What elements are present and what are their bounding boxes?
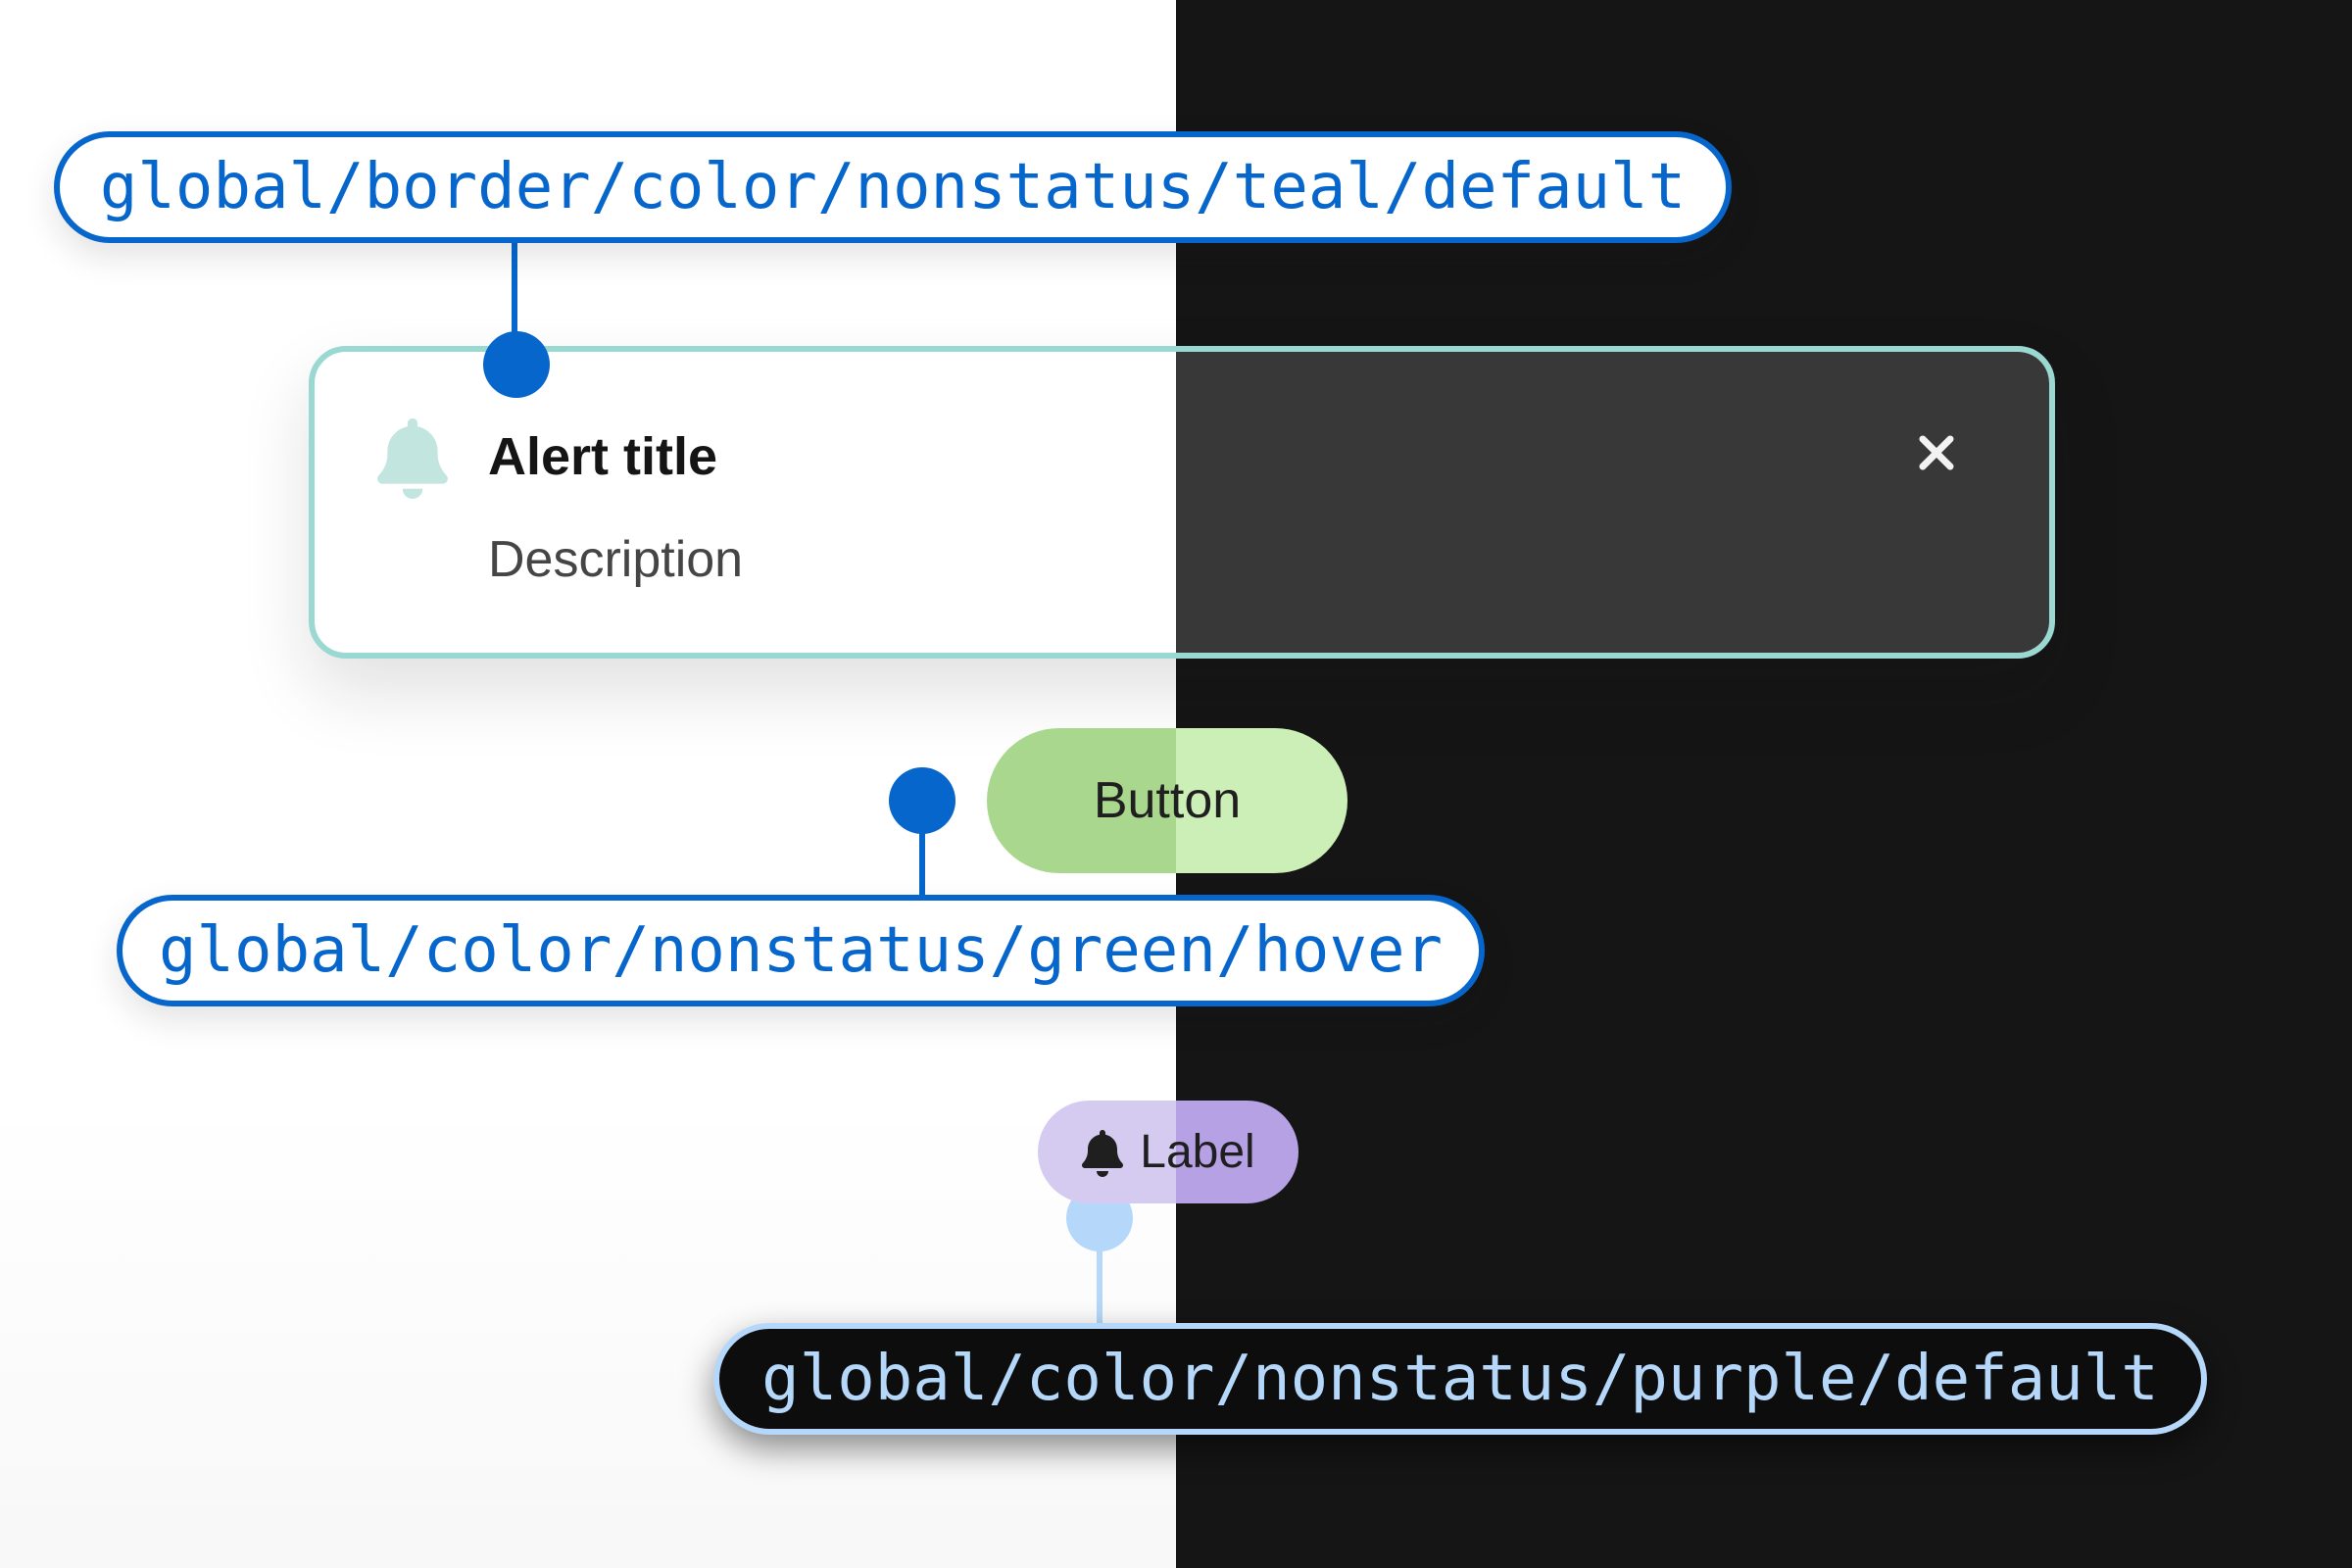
- label-chip: Label: [1038, 1101, 1298, 1203]
- token-pill-teal-default: global/border/color/nonstatus/teal/defau…: [54, 131, 1732, 243]
- demo-button-label: Button: [1093, 772, 1242, 829]
- bell-icon: [1081, 1129, 1124, 1177]
- token-pill-green-hover: global/color/nonstatus/green/hover: [117, 895, 1485, 1006]
- alert-dark-theme-half: [1176, 352, 2049, 653]
- connector-dot-teal: [483, 331, 550, 398]
- alert-title: Alert title: [488, 427, 718, 486]
- token-pill-purple-default: global/color/nonstatus/purple/default: [713, 1323, 2207, 1435]
- alert: Alert title Description: [309, 346, 2055, 659]
- demo-button[interactable]: Button: [987, 728, 1348, 873]
- alert-description: Description: [488, 531, 744, 588]
- token-pill-teal-label: global/border/color/nonstatus/teal/defau…: [99, 151, 1687, 223]
- connector-line-teal: [512, 239, 517, 335]
- connector-line-green: [919, 828, 925, 897]
- token-pill-purple-label: global/color/nonstatus/purple/default: [761, 1343, 2159, 1415]
- alert-close-button[interactable]: [1903, 419, 1970, 486]
- bell-icon: [377, 418, 448, 499]
- close-icon: [1912, 425, 1961, 480]
- token-pill-green-label: global/color/nonstatus/green/hover: [158, 914, 1444, 987]
- connector-dot-green: [889, 767, 956, 834]
- label-chip-text: Label: [1140, 1126, 1255, 1178]
- connector-line-purple: [1097, 1245, 1102, 1325]
